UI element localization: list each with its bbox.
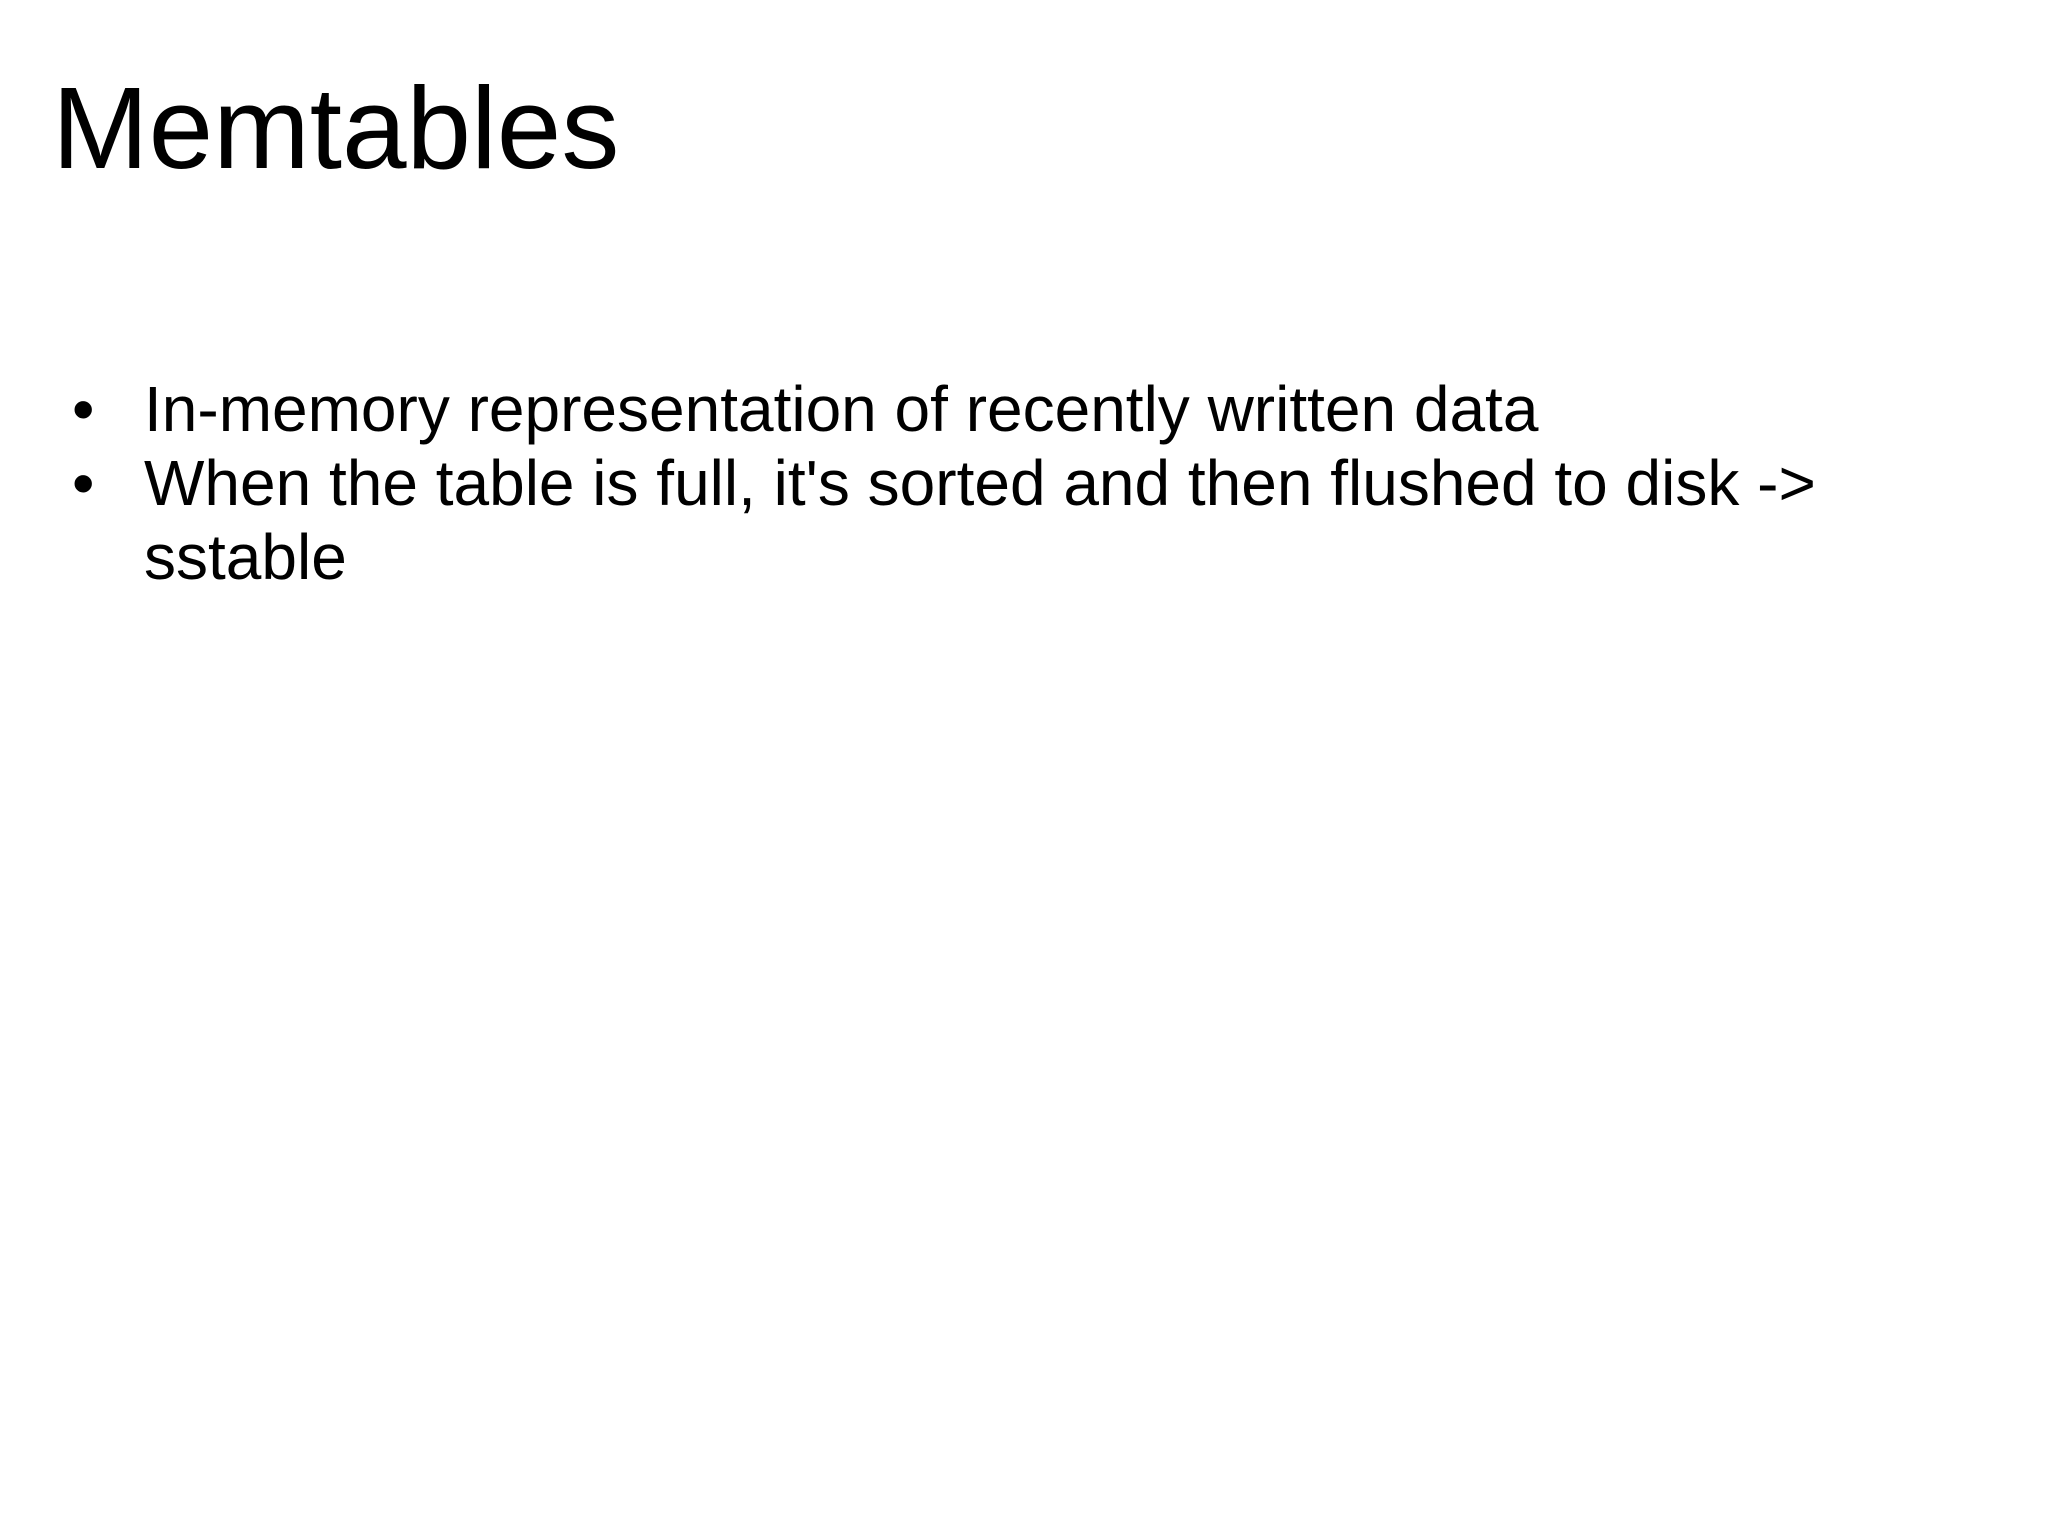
bullet-icon: • — [72, 373, 95, 445]
bullet-text: When the table is full, it's sorted and … — [144, 447, 1816, 593]
slide-title: Memtables — [52, 63, 620, 193]
list-item: • When the table is full, it's sorted an… — [72, 446, 1992, 594]
list-item: • In-memory representation of recently w… — [72, 372, 1992, 446]
bullet-icon: • — [72, 447, 95, 519]
bullet-list: • In-memory representation of recently w… — [72, 372, 1992, 594]
bullet-text: In-memory representation of recently wri… — [144, 373, 1539, 445]
